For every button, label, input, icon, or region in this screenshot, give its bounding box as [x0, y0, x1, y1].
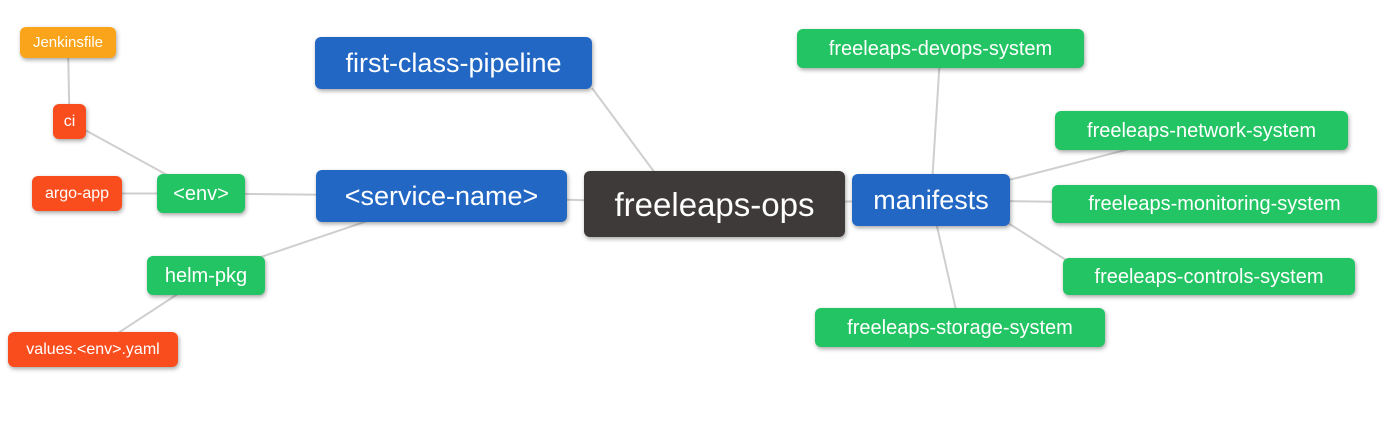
node-first-class-pipeline[interactable]: first-class-pipeline [315, 37, 592, 89]
node-controls-system[interactable]: freeleaps-controls-system [1063, 258, 1355, 295]
node-manifests[interactable]: manifests [852, 174, 1010, 226]
edge-freeleaps_ops-first_class_pipeline [591, 87, 656, 174]
node-env[interactable]: <env> [157, 174, 245, 213]
node-argo-app[interactable]: argo-app [32, 176, 122, 211]
node-network-system[interactable]: freeleaps-network-system [1055, 111, 1348, 150]
node-freeleaps-ops[interactable]: freeleaps-ops [584, 171, 845, 237]
node-storage-system[interactable]: freeleaps-storage-system [815, 308, 1105, 347]
node-values-yaml[interactable]: values.<env>.yaml [8, 332, 178, 367]
edge-manifests-controls_system [1007, 222, 1067, 261]
node-devops-system[interactable]: freeleaps-devops-system [797, 29, 1084, 68]
node-monitoring-system[interactable]: freeleaps-monitoring-system [1052, 185, 1377, 223]
node-ci[interactable]: ci [53, 104, 86, 139]
node-jenkinsfile[interactable]: Jenkinsfile [20, 27, 116, 58]
node-service-name[interactable]: <service-name> [316, 170, 567, 222]
node-helm-pkg[interactable]: helm-pkg [147, 256, 265, 295]
